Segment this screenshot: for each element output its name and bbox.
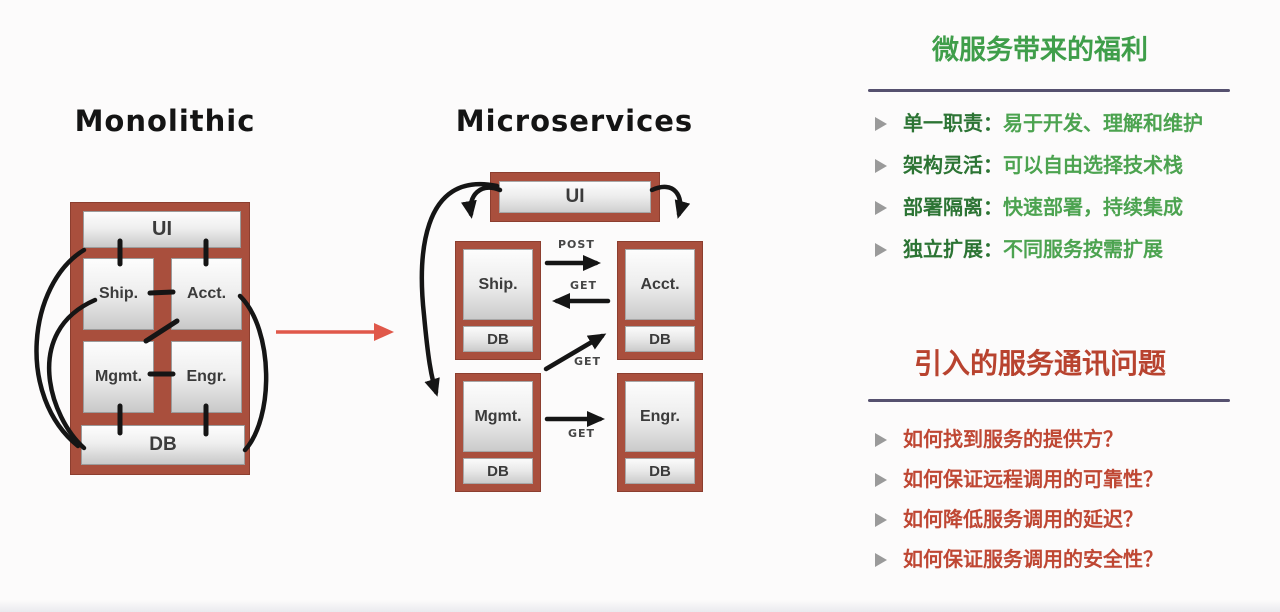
bullet-triangle-icon (875, 243, 887, 257)
issues-panel: 引入的服务通讯问题 如何找到服务的提供方？ 如何保证远程调用的可靠性？ 如何降低… (868, 346, 1230, 588)
list-item: 部署隔离：快速部署，持续集成 (868, 196, 1230, 220)
get-bottom-arrow-label: GET (568, 427, 596, 440)
bullet-triangle-icon (875, 117, 887, 131)
mono-engr-box: Engr. (171, 341, 242, 413)
benefit-text: 架构灵活：可以自由选择技术栈 (903, 155, 1183, 177)
micro-engr-db: DB (625, 458, 695, 484)
benefits-divider (868, 89, 1230, 92)
issues-divider (868, 399, 1230, 402)
monolithic-diagram: UI Ship. Acct. Mgmt. Engr. DB (70, 202, 250, 475)
list-item: 如何保证服务调用的安全性？ (868, 548, 1230, 572)
benefit-text: 单一职责：易于开发、理解和维护 (903, 113, 1203, 135)
benefits-list: 单一职责：易于开发、理解和维护 架构灵活：可以自由选择技术栈 部署隔离：快速部署… (868, 112, 1230, 262)
issue-text: 如何找到服务的提供方？ (903, 429, 1123, 451)
issues-title: 引入的服务通讯问题 (913, 348, 1166, 379)
micro-ui-box: UI (490, 172, 660, 222)
micro-ship-service: Ship. DB (455, 241, 541, 360)
benefit-text: 部署隔离：快速部署，持续集成 (903, 197, 1183, 219)
list-item: 独立扩展：不同服务按需扩展 (868, 238, 1230, 262)
micro-mgmt-service: Mgmt. DB (455, 373, 541, 492)
bullet-triangle-icon (875, 433, 887, 447)
bullet-triangle-icon (875, 513, 887, 527)
micro-mgmt-label: Mgmt. (463, 381, 533, 452)
list-item: 如何找到服务的提供方？ (868, 428, 1230, 452)
mono-db-box: DB (81, 425, 245, 465)
monolithic-title: Monolithic (74, 104, 256, 138)
micro-acct-label: Acct. (625, 249, 695, 320)
mono-acct-box: Acct. (171, 258, 242, 330)
post-arrow-label: POST (558, 238, 595, 251)
list-item: 如何降低服务调用的延迟？ (868, 508, 1230, 532)
bullet-triangle-icon (875, 201, 887, 215)
list-item: 架构灵活：可以自由选择技术栈 (868, 154, 1230, 178)
get-diagonal-arrow-label: GET (574, 355, 602, 368)
bullet-triangle-icon (875, 159, 887, 173)
micro-ui-label: UI (499, 181, 651, 213)
benefit-text: 独立扩展：不同服务按需扩展 (903, 239, 1163, 261)
bullet-triangle-icon (875, 473, 887, 487)
issue-text: 如何保证服务调用的安全性？ (903, 549, 1163, 571)
issue-text: 如何保证远程调用的可靠性？ (903, 469, 1163, 491)
issue-text: 如何降低服务调用的延迟？ (903, 509, 1143, 531)
get-reverse-arrow-label: GET (570, 279, 598, 292)
list-item: 单一职责：易于开发、理解和维护 (868, 112, 1230, 136)
list-item: 如何保证远程调用的可靠性？ (868, 468, 1230, 492)
bottom-edge-shade (0, 600, 1280, 612)
micro-acct-service: Acct. DB (617, 241, 703, 360)
micro-ship-db: DB (463, 326, 533, 352)
benefits-title: 微服务带来的福利 (932, 35, 1148, 65)
mono-ui-box: UI (83, 211, 241, 248)
micro-acct-db: DB (625, 326, 695, 352)
bullet-triangle-icon (875, 553, 887, 567)
micro-engr-label: Engr. (625, 381, 695, 452)
microservices-title: Microservices (455, 104, 694, 138)
micro-engr-service: Engr. DB (617, 373, 703, 492)
micro-ship-label: Ship. (463, 249, 533, 320)
mono-mgmt-box: Mgmt. (83, 341, 154, 413)
mono-ship-box: Ship. (83, 258, 154, 330)
issues-list: 如何找到服务的提供方？ 如何保证远程调用的可靠性？ 如何降低服务调用的延迟？ 如… (868, 428, 1230, 572)
benefits-panel: 微服务带来的福利 单一职责：易于开发、理解和维护 架构灵活：可以自由选择技术栈 … (868, 33, 1230, 280)
micro-mgmt-db: DB (463, 458, 533, 484)
